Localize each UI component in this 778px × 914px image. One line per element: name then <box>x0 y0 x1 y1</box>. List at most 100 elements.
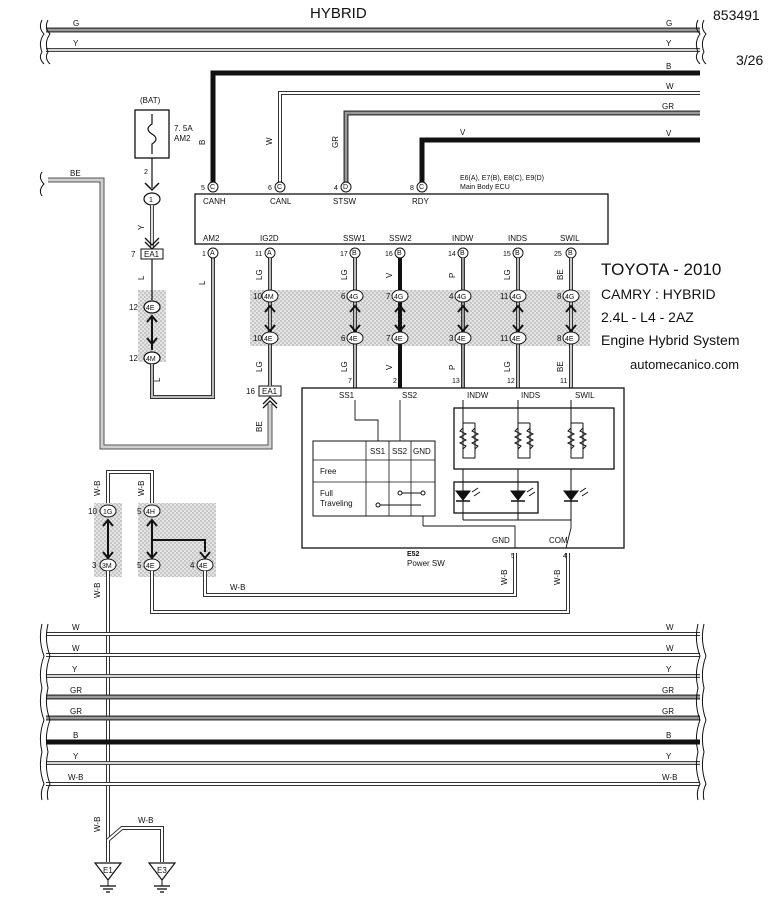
jt-pin: 6 <box>341 292 346 301</box>
ecu-bottom-label: SWIL <box>560 234 580 243</box>
c4h-code: 4H <box>146 509 155 516</box>
ecu-connectors: E6(A), E7(B), E8(C), E9(D) <box>460 175 544 182</box>
fuse-name: AM2 <box>174 134 191 143</box>
psw-pin-label: INDW <box>467 391 489 400</box>
jb-pin: 3 <box>449 334 454 343</box>
am2-wire-label: L <box>198 280 207 285</box>
c4e-b-code: 4E <box>199 563 208 570</box>
top-wire-label: W <box>666 82 674 91</box>
fuse-am2: (BAT) 7. 5A AM2 2 <box>134 96 193 176</box>
jt-pin: 7 <box>386 292 391 301</box>
jb-pin: 8 <box>557 334 562 343</box>
y-wire-label: Y <box>137 224 146 230</box>
jb-pin: 11 <box>500 334 509 343</box>
power-switch: 7 2 13 12 11 SS1 SS2 INDW INDS SWIL SS1 … <box>301 378 625 568</box>
wire-label: V <box>385 272 394 278</box>
ea1-top-pin: 7 <box>131 250 136 259</box>
wb-label: W-B <box>93 481 102 496</box>
psw-pin-num: 12 <box>507 378 515 385</box>
ecu-wire-label: GR <box>331 136 340 148</box>
c3m-code: 3M <box>102 563 112 570</box>
system-title: HYBRID <box>310 5 367 22</box>
jb-code: 4E <box>264 336 273 343</box>
info-line2: CAMRY : HYBRID <box>601 286 716 302</box>
ecu-pin-num: 15 <box>503 251 511 258</box>
info-line3: 2.4L - L4 - 2AZ <box>601 309 694 325</box>
c1g-code: 1G <box>103 509 112 516</box>
ecu-bottom-label: INDW <box>452 234 474 243</box>
jt-pin: 8 <box>557 292 562 301</box>
ecu-wire-label: V <box>460 128 466 137</box>
website: automecanico.com <box>630 357 739 372</box>
bus-label: B <box>666 731 671 740</box>
fuse-source: (BAT) <box>140 96 161 105</box>
bus-label: W <box>666 644 674 653</box>
jb-pin: 7 <box>386 334 391 343</box>
top-bus: G G Y Y B B W W GR GR V V <box>39 19 707 183</box>
c4h-pin: 5 <box>137 507 142 516</box>
ecu-pin-label: CANL <box>270 197 292 206</box>
c4e-top-pin: 12 <box>129 303 138 312</box>
bus-label: B <box>73 731 78 740</box>
psw-pin-label: INDS <box>521 391 540 400</box>
ecu-pin-label: STSW <box>333 197 357 206</box>
top-wire-label: G <box>73 19 79 28</box>
psw-pin-num: 7 <box>348 378 352 385</box>
top-wire-label: GR <box>662 102 674 111</box>
wb-label: W-B <box>137 481 146 496</box>
wire-label: LG <box>340 269 349 280</box>
wb-label: W-B <box>138 816 153 825</box>
table-row-full: Full <box>320 489 333 498</box>
wire-label: BE <box>556 361 565 372</box>
psw-name: Power SW <box>407 559 445 568</box>
ecu-bottom-label: IG2D <box>260 234 279 243</box>
bottom-bus: W W W W Y Y GR GR GR GR B B Y Y W-B W-B <box>39 623 707 801</box>
ground-wiring: W-B W-B 1G 10 4H 5 3M 3 4E 5 4E 4 W-B W-… <box>88 470 570 862</box>
left-wiring: 1 Y EA1 7 L 4E 12 4M 12 L L BE BE EA1 16 <box>39 158 282 450</box>
ecu-pin-num: 5 <box>201 185 205 192</box>
ecu-bottom-label: AM2 <box>203 234 220 243</box>
bus-label: Y <box>73 752 79 761</box>
top-wire-label: G <box>666 19 672 28</box>
c4e-a-code: 4E <box>146 563 155 570</box>
bus-label: Y <box>72 665 78 674</box>
bus-label: W <box>72 644 80 653</box>
ecu-conn: A <box>210 250 215 257</box>
ecu-conn: A <box>267 250 272 257</box>
ecu-conn: C <box>419 184 424 191</box>
bus-label: GR <box>70 707 82 716</box>
ecu-pin-num: 8 <box>410 185 414 192</box>
psw-pin-label: SWIL <box>575 391 595 400</box>
table-header: SS1 <box>370 447 386 456</box>
page-number: 3/26 <box>736 52 763 68</box>
bus-label: GR <box>662 707 674 716</box>
ecu-conn: B <box>397 250 402 257</box>
ecu-conn: C <box>210 184 215 191</box>
ea1-bottom-code: EA1 <box>262 387 278 396</box>
info-line1: TOYOTA - 2010 <box>601 260 721 279</box>
psw-pin-num: 13 <box>452 378 460 385</box>
c4m-bottom-pin: 12 <box>129 354 138 363</box>
wire-label: V <box>385 364 394 370</box>
ecu-conn: B <box>460 250 465 257</box>
jb-code: 4E <box>394 336 403 343</box>
jt-code: 4G <box>349 294 358 301</box>
wire-label: BE <box>556 269 565 280</box>
bus-label: W-B <box>68 773 83 782</box>
ecu-pin-num: 17 <box>340 251 348 258</box>
wire-label: LG <box>255 269 264 280</box>
ecu-bottom-label: SSW2 <box>389 234 412 243</box>
table-row-traveling: Traveling <box>320 499 353 508</box>
c3m-pin: 3 <box>92 561 97 570</box>
jt-code: 4G <box>512 294 521 301</box>
junction-block <box>250 290 590 346</box>
top-wire-label: B <box>666 62 671 71</box>
top-wire-label: V <box>666 129 672 138</box>
jb-pin: 10 <box>253 334 262 343</box>
main-body-ecu: E6(A), E7(B), E8(C), E9(D) Main Body ECU… <box>194 175 609 259</box>
ecu-name: Main Body ECU <box>460 184 510 191</box>
bus-label: W <box>666 623 674 632</box>
ground-e1: E1 <box>93 862 123 893</box>
jb-code: 4E <box>349 336 358 343</box>
ecu-pin-num: 6 <box>268 185 272 192</box>
